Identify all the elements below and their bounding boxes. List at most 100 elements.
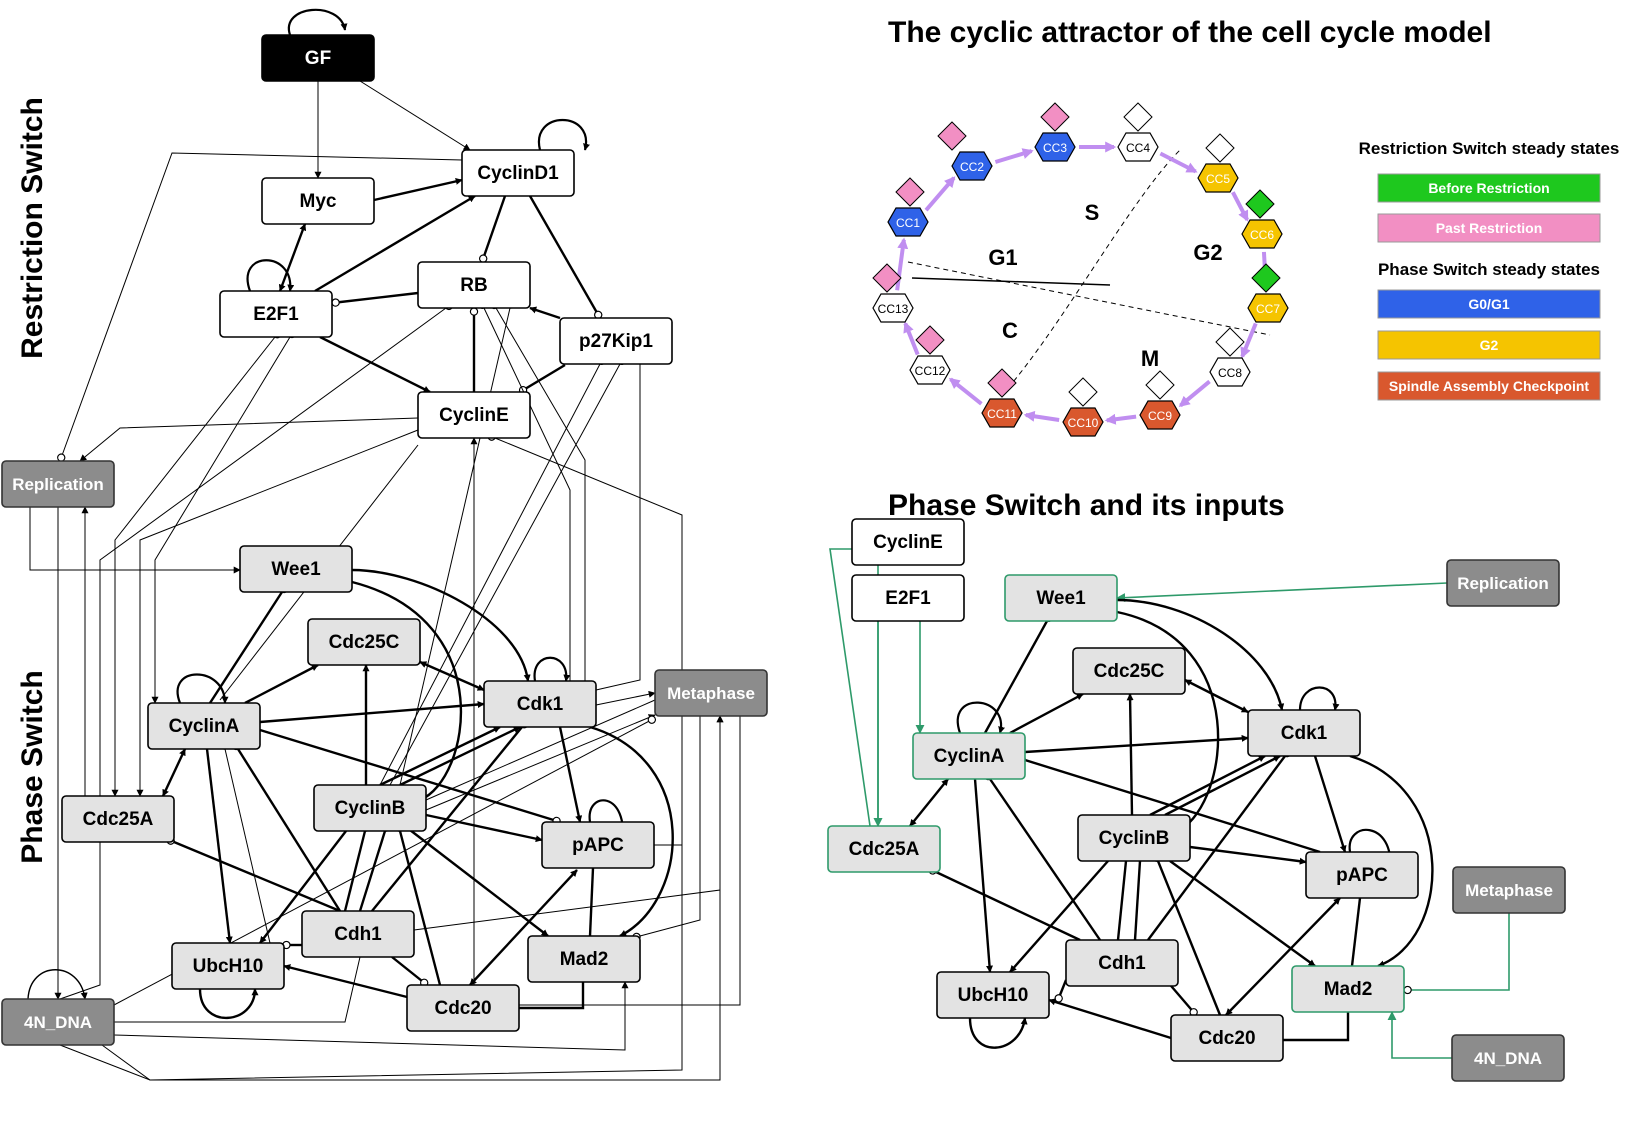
node-label: CyclinE xyxy=(873,532,943,553)
4ndna-self-loop xyxy=(27,969,88,1000)
edge xyxy=(529,306,561,320)
edge xyxy=(231,741,342,912)
right-network-nodes: CyclinEE2F1ReplicationWee1Cdc25CCdk1Cycl… xyxy=(827,518,1566,1082)
phase-label-m: M xyxy=(1141,346,1159,371)
node-label: Cdc25A xyxy=(849,839,920,860)
edge xyxy=(259,830,347,944)
attractor-state-cc13: CC13 xyxy=(872,263,914,323)
node-box xyxy=(1451,1034,1565,1082)
ubch10-self-loop xyxy=(198,988,259,1020)
node-box xyxy=(406,984,520,1032)
node-cyclina: CyclinA xyxy=(147,702,261,750)
edge xyxy=(489,300,586,690)
node-box xyxy=(1004,574,1118,622)
state-hexagon xyxy=(1247,293,1289,323)
edge xyxy=(528,195,603,320)
edge xyxy=(113,981,629,1051)
node-gf: GF xyxy=(261,34,375,82)
state-label: CC12 xyxy=(915,364,946,378)
node-cdh1: Cdh1 xyxy=(1065,939,1179,987)
state-hexagon xyxy=(1117,132,1159,162)
node-box xyxy=(1291,965,1405,1013)
node-replication: Replication xyxy=(1,460,115,508)
edge xyxy=(589,725,674,938)
node-box xyxy=(1072,647,1186,695)
edge xyxy=(344,565,531,682)
edge xyxy=(409,829,549,937)
edge xyxy=(57,152,463,462)
node-myc: Myc xyxy=(261,177,375,225)
legend-swatch xyxy=(1377,213,1601,243)
edge xyxy=(1109,595,1285,711)
edge xyxy=(379,725,501,787)
attractor-transition xyxy=(994,148,1034,164)
edge xyxy=(511,982,585,1013)
restriction-diamond xyxy=(915,325,945,355)
attractor-state-cc4: CC4 xyxy=(1117,102,1159,162)
node-box xyxy=(1247,709,1361,757)
node-ubch10: UbcH10 xyxy=(936,971,1050,1019)
node-label: Metaphase xyxy=(667,684,755,703)
legend-label: G2 xyxy=(1480,337,1499,353)
edge xyxy=(1182,842,1307,865)
node-label: CyclinA xyxy=(934,746,1005,767)
state-hexagon xyxy=(887,207,929,237)
node-label: Mad2 xyxy=(560,949,609,970)
node-label: 4N_DNA xyxy=(24,1013,92,1032)
state-hexagon xyxy=(909,355,951,385)
node-e2f1: E2F1 xyxy=(219,290,333,338)
state-label: CC1 xyxy=(896,216,920,230)
edge xyxy=(391,956,429,987)
edge xyxy=(79,417,419,462)
restriction-diamond xyxy=(937,121,967,151)
node-label: CyclinD1 xyxy=(477,163,559,184)
edge xyxy=(595,690,656,706)
attractor-title: The cyclic attractor of the cell cycle m… xyxy=(888,16,1492,49)
node-box xyxy=(171,942,285,990)
edge xyxy=(1225,897,1341,1016)
legend-swatch xyxy=(1377,371,1601,401)
edge xyxy=(1048,998,1172,1040)
node-replication: Replication xyxy=(1446,559,1560,607)
node-box xyxy=(1452,866,1566,914)
legend-label: Before Restriction xyxy=(1428,180,1549,196)
left-network-nodes: GFMycCyclinD1RBE2F1p27Kip1CyclinEReplica… xyxy=(1,34,768,1046)
node-label: Metaphase xyxy=(1465,881,1553,900)
edge xyxy=(278,223,307,292)
node-cdh1: Cdh1 xyxy=(301,910,415,958)
node-label: CyclinB xyxy=(335,798,406,819)
node-cyclinb: CyclinB xyxy=(313,784,427,832)
node-label: 4N_DNA xyxy=(1474,1049,1542,1068)
edge xyxy=(646,716,683,850)
edge xyxy=(469,869,578,986)
node-label: E2F1 xyxy=(253,304,299,325)
legend-swatch xyxy=(1377,289,1601,319)
node-label: CyclinB xyxy=(1099,828,1170,849)
node-box xyxy=(301,910,415,958)
attractor-state-cc12: CC12 xyxy=(909,325,951,385)
edge xyxy=(283,964,408,999)
state-hexagon xyxy=(1197,163,1239,193)
edge xyxy=(208,584,289,704)
edge xyxy=(632,716,701,942)
node-label: Cdc25C xyxy=(329,632,400,653)
attractor-state-cc2: CC2 xyxy=(937,121,993,181)
node-label: Wee1 xyxy=(271,559,321,580)
node-cycline: CyclinE xyxy=(417,391,531,439)
node-box xyxy=(936,971,1050,1019)
attractor-transition xyxy=(924,176,956,212)
edge xyxy=(1133,853,1145,941)
node-label: E2F1 xyxy=(885,588,931,609)
edge xyxy=(1009,692,1084,735)
edge xyxy=(161,748,187,797)
phase-switch-label: Phase Switch xyxy=(16,670,49,863)
node-mad2: Mad2 xyxy=(527,935,641,983)
legend-label: G0/G1 xyxy=(1468,296,1509,312)
node-label: GF xyxy=(305,48,331,69)
attractor-transition xyxy=(1231,191,1249,222)
node-box xyxy=(307,618,421,666)
edge xyxy=(425,714,656,811)
node-label: Cdc20 xyxy=(1198,1028,1255,1049)
node-label: CyclinE xyxy=(439,405,509,426)
